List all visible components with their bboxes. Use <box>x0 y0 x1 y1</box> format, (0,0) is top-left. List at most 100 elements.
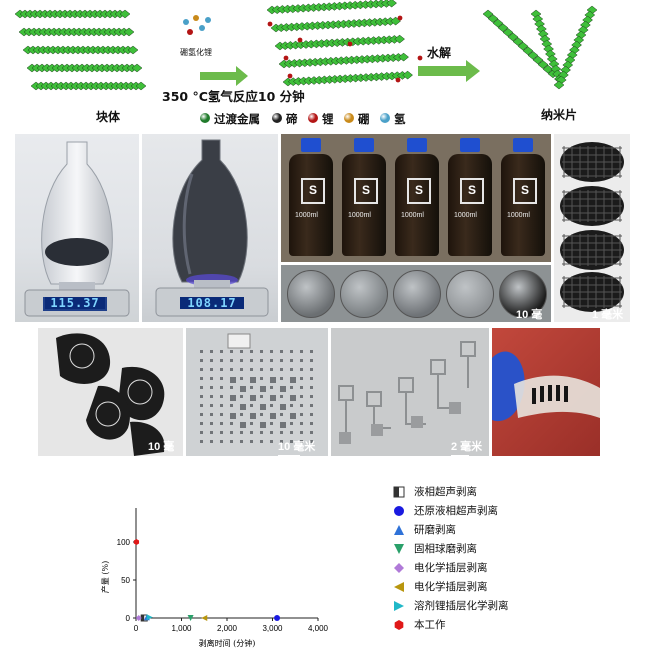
bottle-logo: S <box>407 178 431 204</box>
atom-legend-label: 锂 <box>322 112 334 126</box>
scalebar-films: 10 毫米 <box>516 306 551 322</box>
photo-nanosheet-powder: 108.17 <box>142 134 278 322</box>
electrode-cell <box>210 431 213 434</box>
electrode-cell <box>210 413 213 416</box>
electrode-cell <box>280 440 283 443</box>
electrode-cell <box>220 350 223 353</box>
atom-diamond <box>507 32 519 42</box>
legend-marker <box>394 582 404 592</box>
scalebar-logos: 10 毫米 <box>148 438 183 456</box>
legend-marker-shape <box>393 486 405 498</box>
legend-marker-shape <box>394 620 404 630</box>
electrode-cell <box>270 413 276 419</box>
x-axis-label: 剥离时间 (分钟) <box>199 638 256 648</box>
scalebar-circuit-label: 2 毫米 <box>451 441 483 453</box>
electrode-cell <box>260 413 263 416</box>
electrode-cell <box>250 413 256 419</box>
electrode-cell <box>230 395 236 401</box>
electrode-cell <box>310 386 313 389</box>
atom-legend-dot <box>380 113 390 123</box>
bottle: S 1000ml <box>499 138 547 258</box>
bottle-volume-label: 1000ml <box>507 212 530 219</box>
electrode-cell <box>300 431 303 434</box>
atom-diamond <box>487 14 499 23</box>
bottle-body <box>395 154 439 256</box>
flask-with-bulk-icon <box>24 141 130 317</box>
atom-diamond <box>527 51 539 60</box>
scale-readout-after: 108.17 <box>180 297 244 309</box>
lithium-atom <box>395 77 401 83</box>
electrode-cell <box>240 350 243 353</box>
electrode-cell <box>300 422 303 425</box>
legend-label: 电化学插层剥离 <box>414 581 488 593</box>
electrode-cell <box>240 431 243 434</box>
bulk-layer <box>30 81 147 91</box>
bottle-cap <box>354 138 374 152</box>
scalebar-mesh: 1 毫米 <box>592 306 623 322</box>
electrode-cell <box>250 404 253 407</box>
legend-marker-shape <box>394 582 404 592</box>
bottle-volume-label: 1000ml <box>348 212 371 219</box>
electrode-cell <box>270 359 273 362</box>
electrode-cell <box>230 368 233 371</box>
atom-diamond <box>542 64 554 74</box>
data-point <box>146 614 153 621</box>
atom-diamond <box>402 70 414 80</box>
emblem-patterns-icon <box>56 333 165 456</box>
synthesis-scheme: 块体 硼氢化锂 350 °C氢气反应10 分钟 水解 纳米片 过渡金属碲锂硼氢 <box>0 0 646 128</box>
atom-diamond <box>492 18 504 28</box>
scalebar-electrode-array-label: 10 毫米 <box>278 441 316 453</box>
atom-diamond <box>398 52 410 62</box>
atom-diamond <box>386 0 398 8</box>
legend-label: 研磨剥离 <box>414 524 456 536</box>
electrode-cell <box>270 395 276 401</box>
electrode-cell <box>310 350 313 353</box>
electrode-cell <box>200 431 203 434</box>
bottle-volume-label: 1000ml <box>401 212 424 219</box>
electrode-cell <box>290 422 293 425</box>
y-tick-label: 0 <box>126 614 131 623</box>
reagent-atom <box>183 19 189 25</box>
photo-flexible-film <box>492 328 600 456</box>
electrode-cell <box>270 350 273 353</box>
electrode-cell <box>220 377 223 380</box>
electrode-cell <box>310 422 313 425</box>
electrode-cell <box>260 359 263 362</box>
film-disc <box>446 270 494 318</box>
electrode-cell <box>290 440 293 443</box>
bottle-body <box>289 154 333 256</box>
legend-marker <box>394 506 404 516</box>
legend-label: 本工作 <box>414 619 446 631</box>
electrode-cell <box>200 422 203 425</box>
lithium-atom <box>347 41 353 47</box>
reagent-label: 硼氢化锂 <box>180 48 212 57</box>
legend-label: 还原液相超声剥离 <box>414 505 498 517</box>
circuit-pattern-icon <box>338 341 476 444</box>
bottle-volume-label: 1000ml <box>454 212 477 219</box>
electrode-cell <box>280 395 283 398</box>
bulk-layer <box>14 9 131 19</box>
electrode-cell <box>280 359 283 362</box>
bottle-cap <box>301 138 321 152</box>
electrode-cell <box>240 404 246 410</box>
intercalated-layer <box>274 34 406 51</box>
nanosheet-c <box>553 5 598 90</box>
electrode-cell <box>300 386 303 389</box>
lithium-atom <box>397 15 403 21</box>
electrode-cell <box>280 431 283 434</box>
atom-legend-dot <box>272 113 282 123</box>
bottle: S 1000ml <box>287 138 335 258</box>
legend-marker <box>394 601 404 611</box>
electrode-cell <box>230 350 233 353</box>
x-tick-label: 1,000 <box>171 624 192 633</box>
intercalated-layer <box>282 70 414 87</box>
atom-diamond <box>135 81 147 91</box>
electrode-cell <box>250 368 253 371</box>
atom-diamond <box>119 9 131 19</box>
electrode-cell <box>310 368 313 371</box>
electrode-cell <box>230 404 233 407</box>
electrode-cell <box>260 395 263 398</box>
atom-diamond <box>537 60 549 69</box>
photo-films: 10 毫米 <box>281 265 551 322</box>
